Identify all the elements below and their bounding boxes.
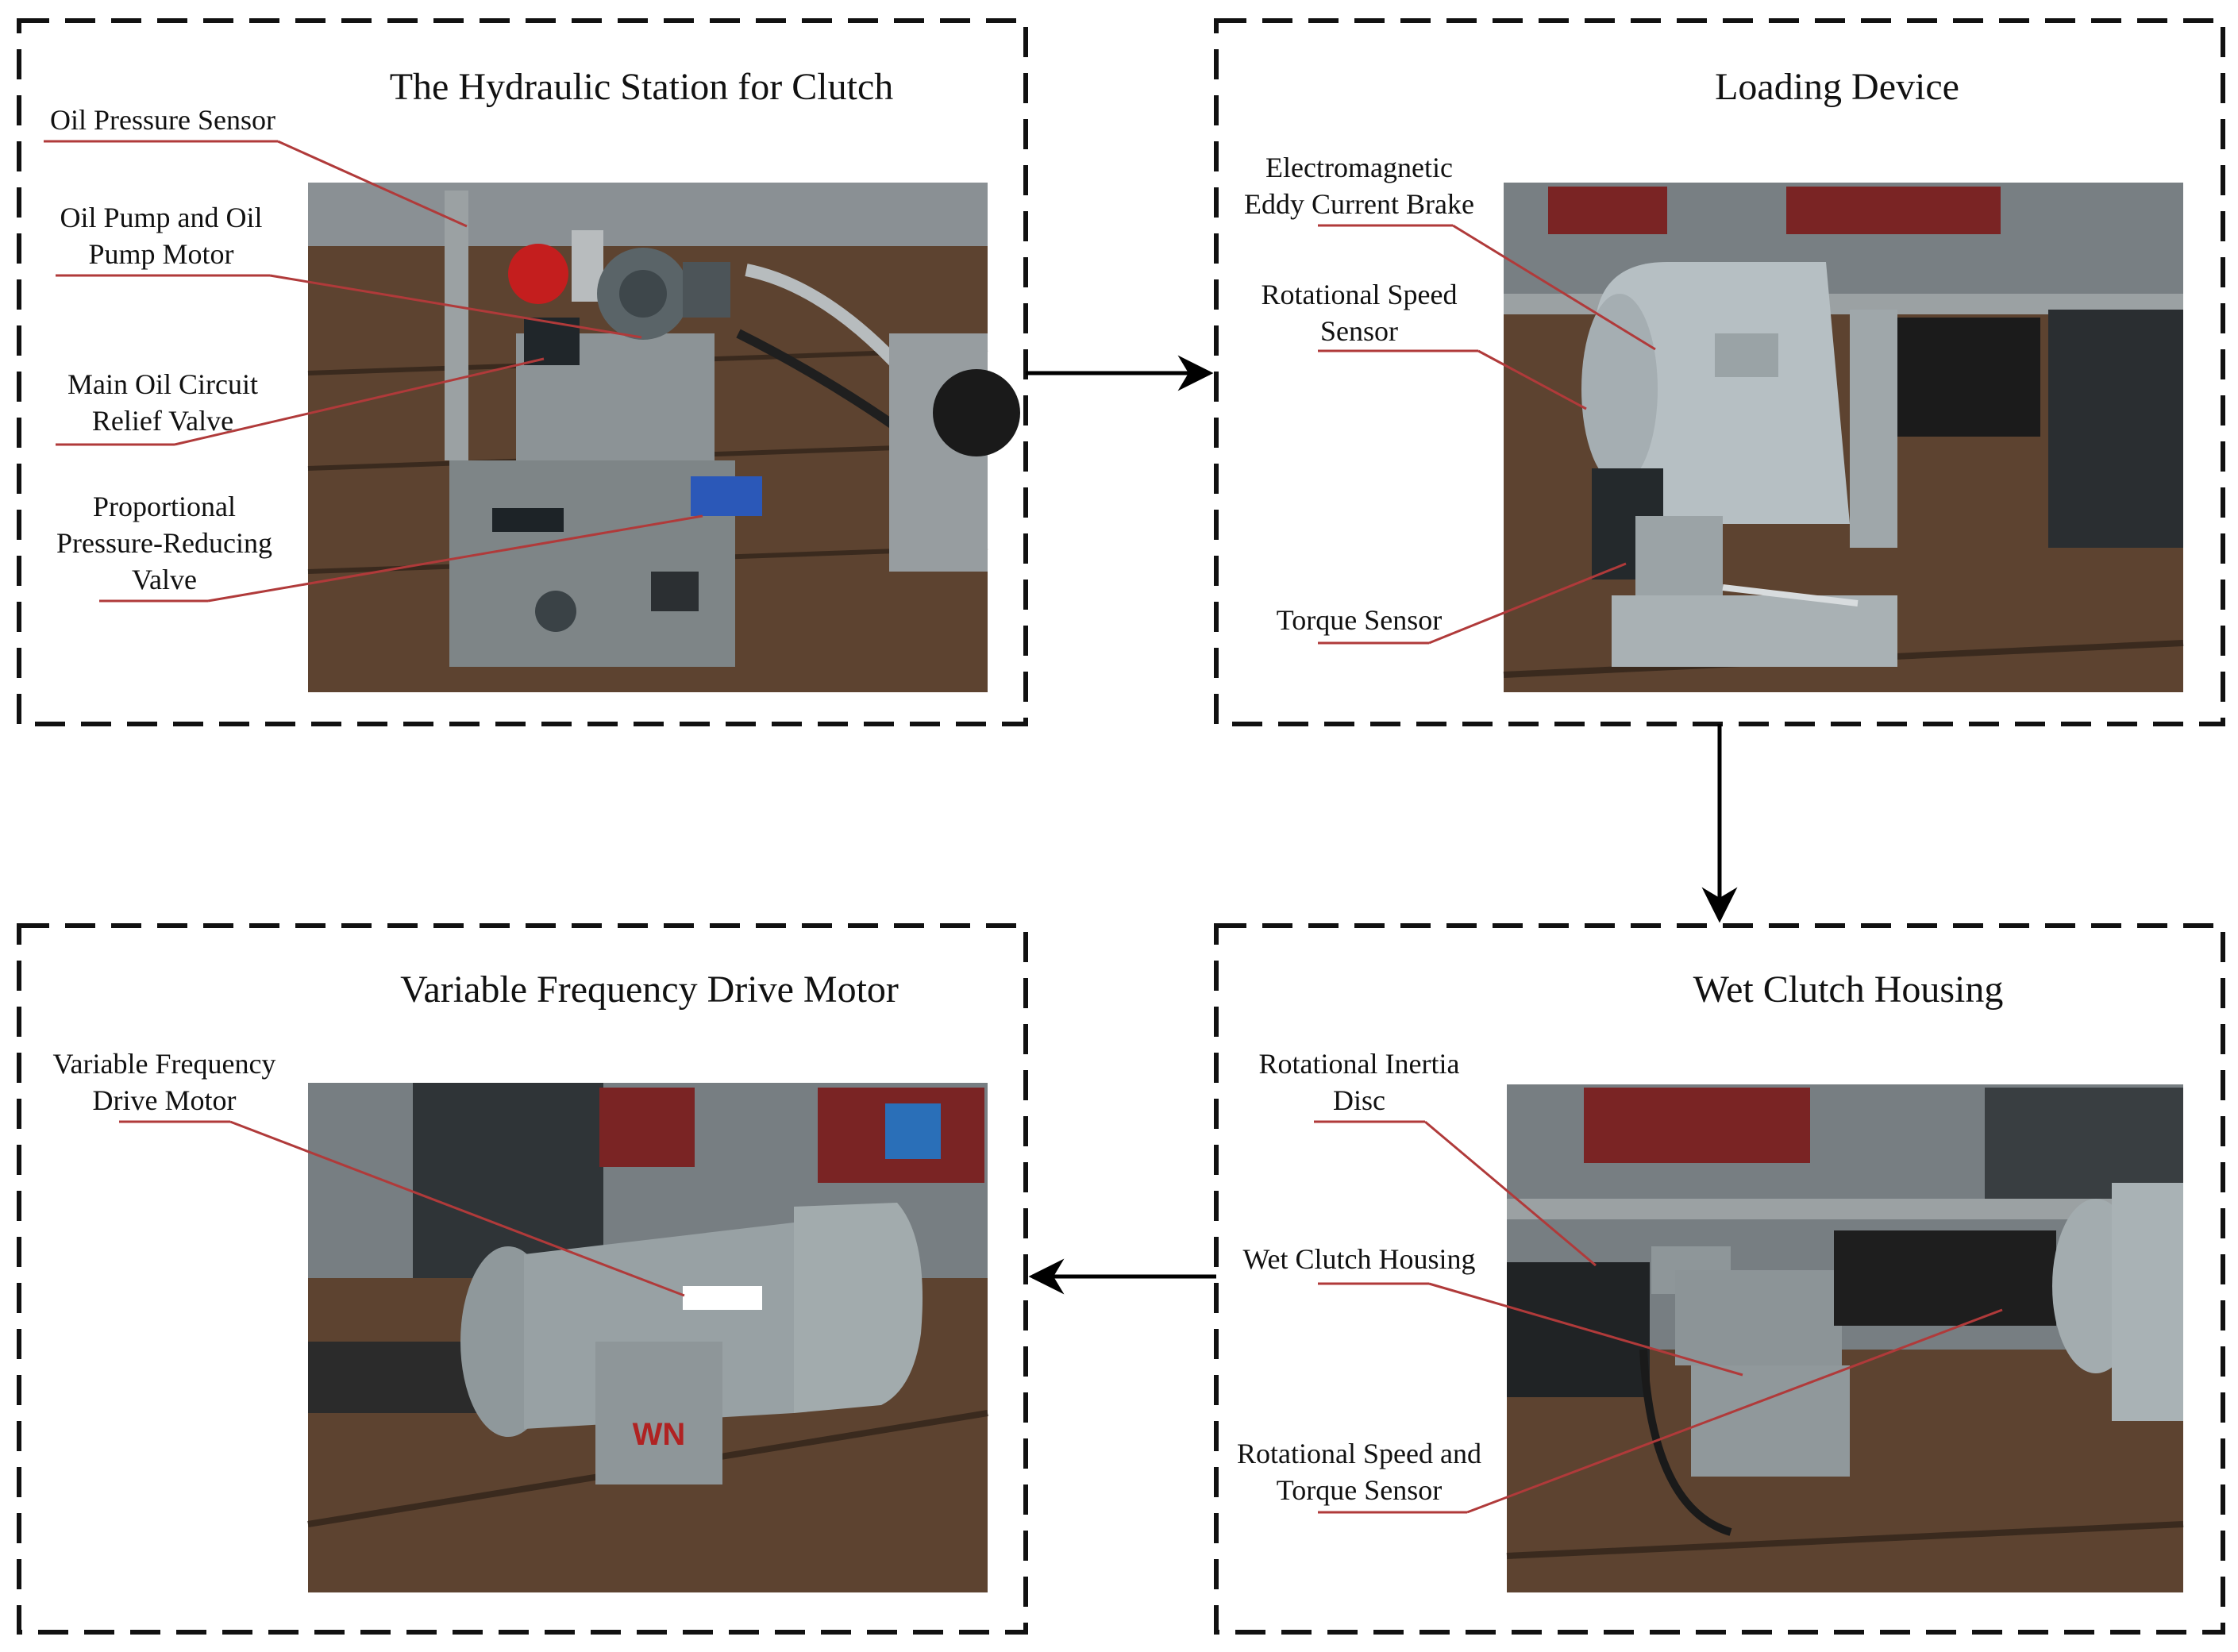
label-clutch-housing: Wet Clutch Housing: [1242, 1243, 1475, 1275]
label-relief-valve-line2: Relief Valve: [92, 405, 233, 437]
leader-clutch-housing: [1428, 1282, 1743, 1377]
panel-drive-motor: Variable Frequency Drive Motor WN Variab…: [17, 923, 1028, 1635]
panel-title: Variable Frequency Drive Motor: [400, 968, 899, 1011]
leader-inertia-disc: [1424, 1120, 1597, 1267]
label-pressure-reducing-line1: Proportional: [93, 491, 236, 522]
leader-speed-sensor: [1477, 349, 1587, 410]
label-drive-motor-line2: Drive Motor: [93, 1084, 237, 1116]
label-inertia-disc-line1: Rotational Inertia: [1259, 1048, 1460, 1080]
leader-pressure-reducing: [207, 514, 703, 603]
leader-relief-valve: [174, 357, 545, 446]
label-speed-sensor-line2: Sensor: [1320, 315, 1398, 347]
label-relief-valve-line1: Main Oil Circuit: [67, 368, 258, 400]
drive-motor-photo: WN: [307, 1083, 988, 1592]
leader-eddy-brake: [1452, 224, 1656, 351]
hydraulic-station-photo: [307, 183, 1020, 692]
label-oil-pump-line1: Oil Pump and Oil: [60, 202, 262, 233]
label-speed-sensor-line1: Rotational Speed: [1262, 279, 1458, 310]
label-eddy-brake-line2: Eddy Current Brake: [1244, 188, 1474, 220]
loading-device-photo: [1503, 183, 2184, 692]
leader-drive-motor: [229, 1120, 685, 1297]
leader-torque-sensor: [1428, 562, 1627, 645]
label-pressure-reducing-line2: Pressure-Reducing: [56, 527, 272, 559]
label-oil-pump-line2: Pump Motor: [88, 238, 233, 270]
label-speed-torque-line1: Rotational Speed and: [1237, 1438, 1481, 1469]
label-pressure-reducing-line3: Valve: [132, 564, 197, 595]
wet-clutch-photo: [1506, 1084, 2184, 1592]
leader-speed-torque: [1466, 1308, 2003, 1514]
leader-oil-pump: [269, 274, 642, 339]
leader-oil-pressure-sensor: [277, 140, 468, 228]
panel-title: Wet Clutch Housing: [1693, 968, 2004, 1011]
panel-hydraulic-station: The Hydraulic Station for Clutch: [17, 18, 1028, 726]
label-torque-sensor: Torque Sensor: [1277, 604, 1442, 636]
label-eddy-brake-line1: Electromagnetic: [1265, 152, 1453, 183]
panel-loading-device: Loading Device Electromagnetic Eddy Curr…: [1214, 18, 2225, 726]
panel-frame: [17, 923, 1028, 1635]
panel-title: Loading Device: [1715, 66, 1959, 108]
label-drive-motor-line1: Variable Frequency: [53, 1048, 276, 1080]
panel-frame: [1214, 923, 2225, 1635]
label-speed-torque-line2: Torque Sensor: [1277, 1474, 1442, 1506]
panel-title: The Hydraulic Station for Clutch: [390, 66, 894, 108]
panel-wet-clutch: Wet Clutch Housing Rotational Inertia Di…: [1214, 923, 2225, 1635]
motor-brand-logo: WN: [633, 1417, 686, 1452]
label-inertia-disc-line2: Disc: [1333, 1084, 1385, 1116]
label-oil-pressure-sensor: Oil Pressure Sensor: [50, 104, 275, 136]
